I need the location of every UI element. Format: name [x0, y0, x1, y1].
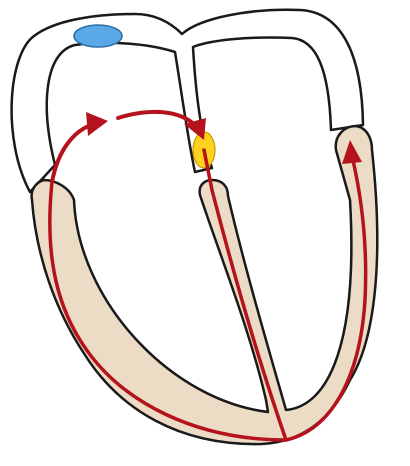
atria-outer-outline: [12, 10, 363, 192]
sa-node: [74, 25, 122, 47]
ventricle-myocardium: [32, 126, 378, 444]
atrial-arrowhead-left: [86, 112, 108, 136]
atrial-conduction-path-left: [52, 124, 94, 182]
